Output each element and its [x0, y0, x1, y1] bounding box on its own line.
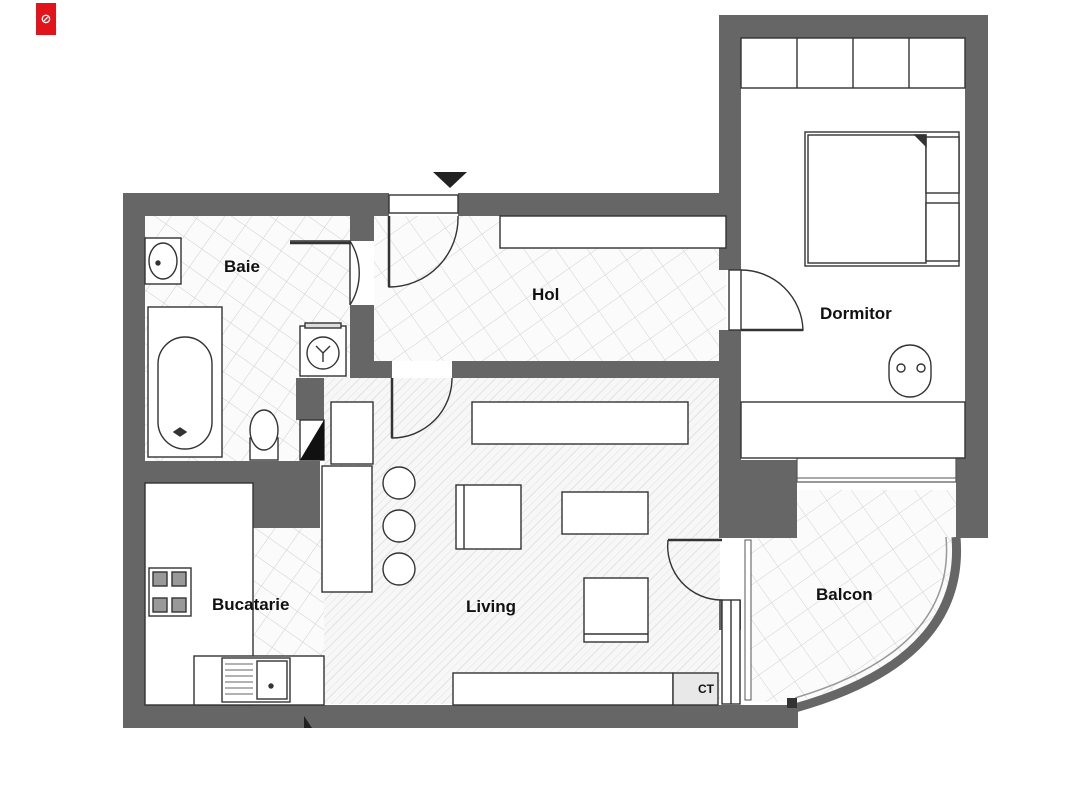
kitchen-door-mark: [304, 716, 312, 728]
baie-door: [290, 240, 360, 306]
ct-box: [672, 672, 719, 706]
wall-kitchen-pillar: [253, 461, 320, 528]
armchair-icon: [888, 344, 932, 398]
balcony-railing: [744, 457, 962, 713]
bathroom-fixtures: [144, 237, 347, 461]
sofa-bench: [452, 672, 674, 706]
wall-bedroom-left-lower: [719, 330, 741, 460]
doors: [290, 172, 804, 728]
room-labels: Baie Hol Dormitor Living Bucatarie Balco…: [212, 257, 892, 696]
bedroom-wardrobe: [740, 37, 966, 89]
wall-bedroom-left: [719, 15, 741, 270]
label-bucatarie: Bucatarie: [212, 595, 289, 614]
wall-bedroom-right: [965, 15, 988, 537]
label-dormitor: Dormitor: [820, 304, 892, 323]
wall-bottom: [123, 705, 798, 728]
wall-balcon-right: [956, 458, 988, 538]
balcon-floor: [750, 490, 956, 702]
walls: [123, 15, 988, 728]
living-furniture: [321, 401, 719, 706]
bar-stool-1: [382, 466, 416, 500]
wall-hol-living-right: [452, 361, 741, 378]
dormitor-door: [728, 269, 804, 332]
bathtub-icon: [147, 306, 223, 458]
wall-hol-living: [374, 361, 392, 378]
label-ct: CT: [698, 682, 715, 696]
entrance-door: [387, 194, 459, 288]
wall-top-left: [123, 193, 389, 216]
hol-living-door: [390, 377, 453, 439]
fridge: [330, 401, 374, 465]
label-baie: Baie: [224, 257, 260, 276]
toilet-icon: [249, 409, 279, 461]
armchair-living-left: [455, 484, 522, 550]
washbasin-icon: [144, 237, 182, 285]
brand-logo-icon: ⊘: [40, 11, 52, 27]
wall-shaft: [296, 378, 324, 420]
sink-icon: [221, 657, 291, 703]
wall-baie-hol: [350, 216, 374, 241]
washing-machine-icon: [299, 322, 347, 377]
double-bed-icon: [804, 131, 960, 267]
armchair-living-bottom: [583, 577, 649, 643]
wall-top-middle: [458, 193, 721, 216]
floor-fills: [145, 38, 965, 704]
bar-stool-3: [382, 552, 416, 586]
wall-baie-hol-lower: [350, 305, 374, 378]
shaft-mark: [300, 420, 324, 460]
bedroom-furniture: [740, 37, 966, 459]
bedroom-desk: [740, 401, 966, 459]
kitchen-island: [321, 465, 373, 593]
hol-wardrobe: [499, 215, 727, 249]
balcon-door: [666, 538, 741, 705]
cooktop-icon: [148, 567, 192, 617]
bar-stool-2: [382, 509, 416, 543]
label-balcon: Balcon: [816, 585, 873, 604]
coffee-table: [561, 491, 649, 535]
wall-bedroom-top: [719, 15, 988, 38]
entrance-arrow-icon: [433, 172, 467, 188]
brand-logo-badge: ⊘: [36, 3, 56, 35]
kitchen-fixtures: [144, 482, 325, 706]
label-hol: Hol: [532, 285, 559, 304]
tv-cabinet: [471, 401, 689, 445]
wall-left: [123, 193, 145, 728]
wall-living-balcon-pillar: [719, 460, 797, 538]
label-living: Living: [466, 597, 516, 616]
